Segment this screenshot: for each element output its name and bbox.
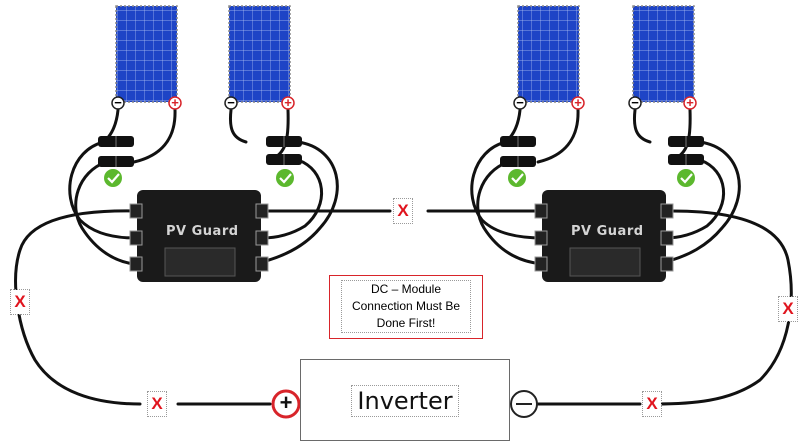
inverter-positive-symbol: +: [279, 390, 293, 415]
notice-text: DC – Module Connection Must Be Done Firs…: [341, 280, 471, 333]
solar-panel-4: [632, 5, 695, 103]
pv-guard-right-label: PV Guard: [571, 224, 644, 239]
panel-positive-symbol: +: [574, 95, 582, 110]
inverter-positive-terminal-icon: [271, 389, 301, 419]
check-icons: [104, 169, 695, 187]
notice-box: DC – Module Connection Must Be Done Firs…: [329, 275, 483, 339]
panel-negative-symbol: −: [516, 95, 524, 110]
inverter-box: Inverter: [300, 359, 510, 441]
inverter-negative-terminal-icon: [510, 390, 538, 418]
solar-panel-1: [115, 5, 178, 103]
blocked-connection-mark: X: [778, 296, 798, 322]
pv-guard-left-label: PV Guard: [166, 224, 239, 239]
check-icon: [677, 169, 695, 187]
mc4-connectors: [98, 136, 704, 167]
panel-negative-symbol: −: [114, 95, 122, 110]
panel-terminals: [111, 96, 697, 110]
panel-negative-symbol: −: [227, 95, 235, 110]
pv-guard-right-box: [534, 190, 674, 282]
panel-positive-symbol: +: [686, 95, 694, 110]
inverter-label: Inverter: [351, 385, 459, 417]
pv-guard-left-box: [129, 190, 269, 282]
blocked-connection-mark: X: [10, 289, 30, 315]
panel-negative-symbol: −: [631, 95, 639, 110]
check-icon: [508, 169, 526, 187]
check-icon: [104, 169, 122, 187]
blocked-connection-mark: X: [393, 198, 413, 224]
blocked-connection-mark: X: [642, 391, 662, 417]
solar-panel-2: [228, 5, 291, 103]
check-icon: [276, 169, 294, 187]
panel-positive-symbol: +: [171, 95, 179, 110]
blocked-connection-mark: X: [147, 391, 167, 417]
solar-panel-3: [517, 5, 580, 103]
panel-positive-symbol: +: [284, 95, 292, 110]
